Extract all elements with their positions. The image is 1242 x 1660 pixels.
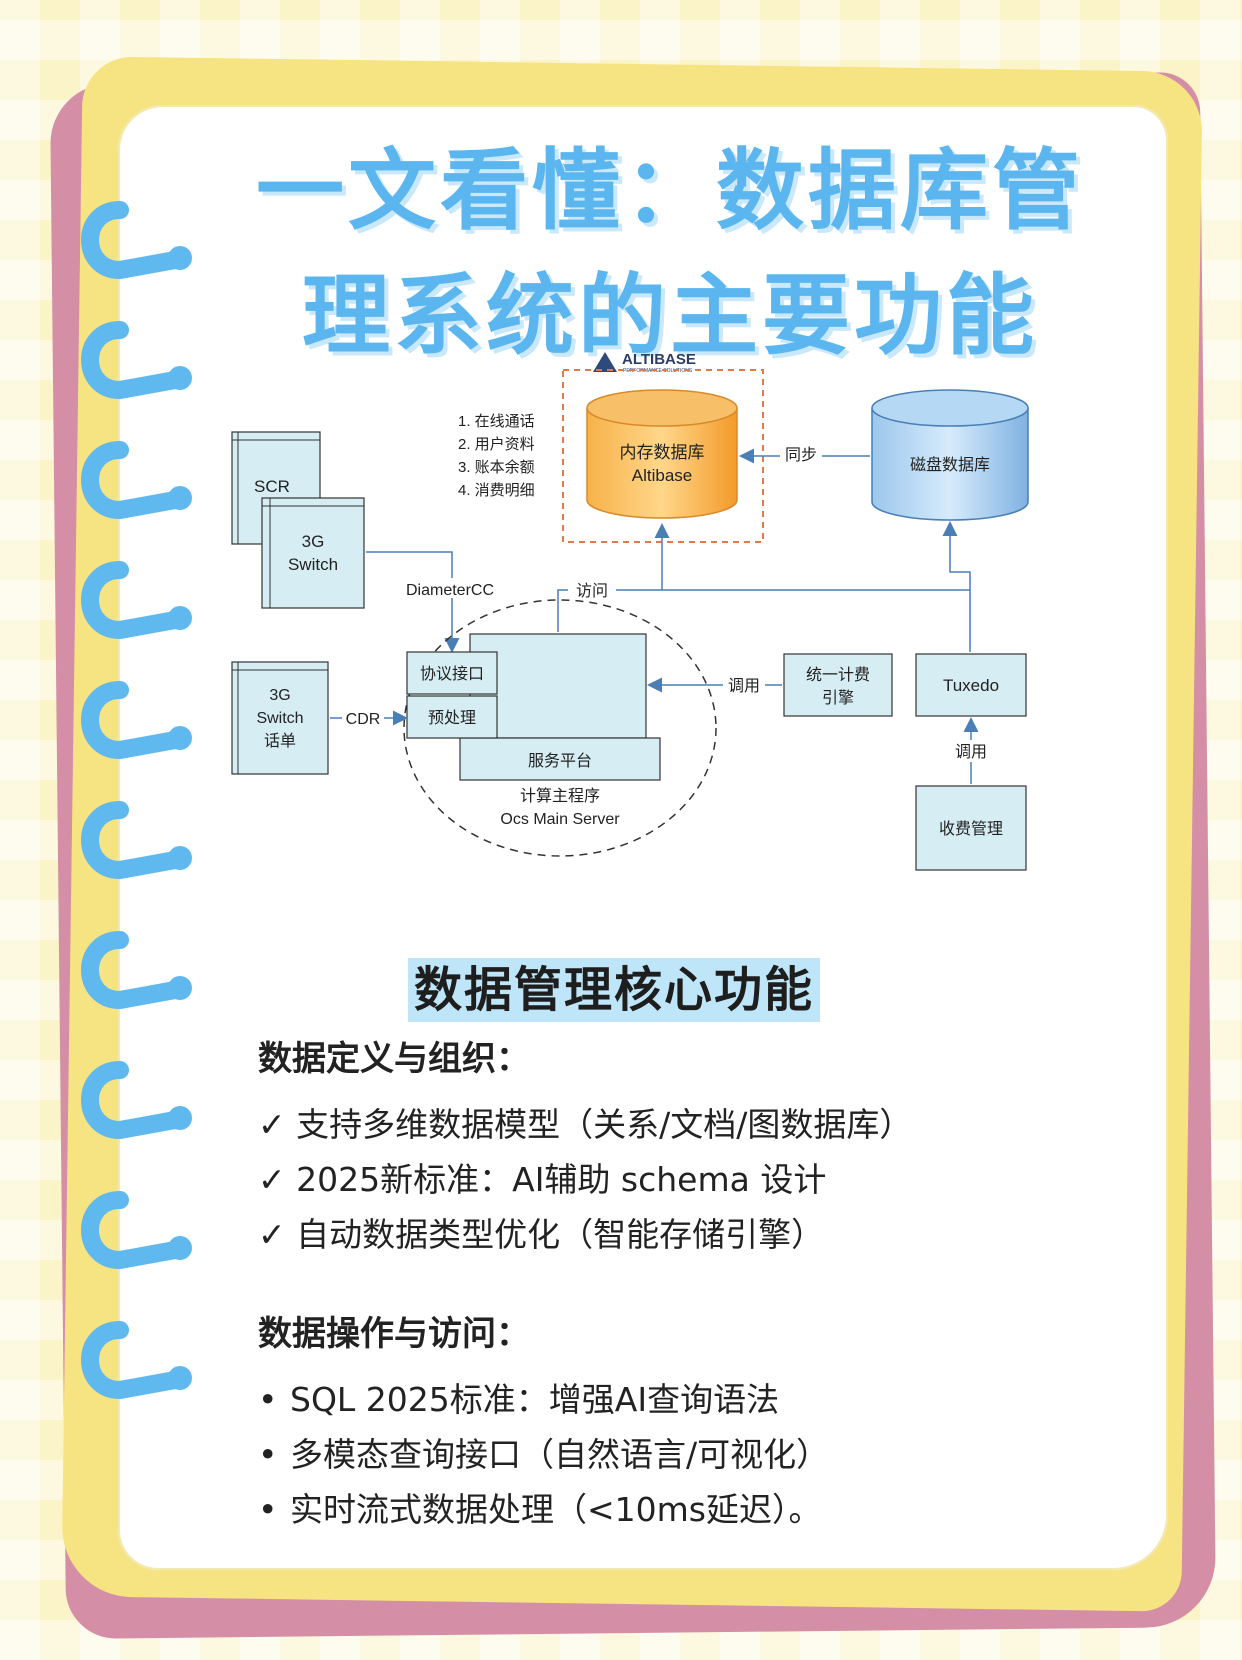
- spiral-ring-icon: [90, 1070, 192, 1130]
- altibase-logo-icon: [593, 352, 617, 372]
- diameter-connector: [366, 551, 460, 653]
- spiral-ring-icon: [90, 690, 192, 750]
- spiral-ring-icon: [90, 330, 192, 390]
- service-platform-label: 服务平台: [528, 752, 592, 770]
- section-heading: 数据管理核心功能: [408, 958, 821, 1022]
- main-program-label-2: Ocs Main Server: [500, 811, 620, 828]
- list-item-text: 多模态查询接口（自然语言/可视化）: [290, 1435, 830, 1474]
- list-item: • 多模态查询接口（自然语言/可视化）: [258, 1427, 1158, 1482]
- billing-engine-label-1: 统一计费: [806, 666, 870, 684]
- charge-mgmt-box: [915, 785, 1027, 871]
- protocol-interface-label: 协议接口: [420, 665, 484, 683]
- call-label-2: 调用: [955, 743, 987, 761]
- switch-cdr-label-1: 3G: [269, 687, 290, 704]
- page-title: 一文看懂：数据库管 理系统的主要功能: [230, 128, 1110, 378]
- spiral-ring-icon: [90, 450, 192, 510]
- spiral-ring-icon: [90, 1330, 192, 1390]
- logo-tagline: PERFORMANCE SOLUTIONS: [623, 368, 693, 374]
- list-item: ✓ 自动数据类型优化（智能存储引擎）: [258, 1215, 825, 1254]
- data-operation-heading: 数据操作与访问：: [258, 1314, 530, 1354]
- protocol-interface-box: [406, 651, 498, 695]
- switch-3g-label-2: Switch: [288, 555, 338, 574]
- cdr-label: CDR: [346, 711, 381, 728]
- main-program-label-1: 计算主程序: [520, 786, 600, 805]
- bullet-icon: •: [258, 1380, 278, 1419]
- switch-cdr-label-3: 话单: [264, 732, 296, 750]
- spiral-ring-icon: [90, 940, 192, 1000]
- spiral-ring-icon: [90, 810, 192, 870]
- scr-stack: SCR: [231, 431, 321, 545]
- data-definition-section: 数据定义与组织： ✓ 支持多维数据模型（关系/文档/图数据库） ✓ 2025新标…: [258, 1035, 1158, 1262]
- main-server-box: [469, 633, 647, 739]
- billing-engine-box: [783, 653, 893, 717]
- charge-mgmt-label: 收费管理: [939, 820, 1003, 838]
- tuxedo-to-disk-arrow: [942, 521, 971, 652]
- list-item: ✓ 支持多维数据模型（关系/文档/图数据库）: [258, 1105, 913, 1144]
- scr-label: SCR: [254, 477, 290, 496]
- title-line-1: 一文看懂：数据库管: [255, 139, 1084, 242]
- list-item-text: SQL 2025标准：增强AI查询语法: [290, 1380, 780, 1419]
- list-item: ✓ 2025新标准：AI辅助 schema 设计: [258, 1160, 827, 1199]
- switch-3g-label-1: 3G: [302, 532, 325, 551]
- title-line-2: 理系统的主要功能: [301, 264, 1038, 367]
- info-list-item: 1. 在线通话: [458, 413, 535, 430]
- memory-database-cylinder: 内存数据库 Altibase: [586, 389, 738, 519]
- architecture-diagram: ALTIBASE PERFORMANCE SOLUTIONS 内存数据库 Alt…: [231, 351, 1029, 871]
- service-platform-box: [459, 737, 661, 781]
- spiral-ring-icon: [90, 1200, 192, 1260]
- main-server-boundary: [403, 599, 717, 857]
- call-label-1: 调用: [728, 677, 760, 695]
- billing-engine-label-2: 引擎: [822, 689, 854, 707]
- spiral-ring-icon: [90, 570, 192, 630]
- preprocess-label: 预处理: [428, 709, 476, 727]
- bullet-icon: •: [258, 1490, 278, 1529]
- tuxedo-box: [915, 653, 1027, 717]
- memory-db-label-1: 内存数据库: [620, 443, 705, 462]
- switch-cdr-label-2: Switch: [256, 710, 303, 727]
- access-label: 访问: [576, 582, 608, 600]
- memory-db-label-2: Altibase: [632, 466, 692, 485]
- data-operation-section: 数据操作与访问： • SQL 2025标准：增强AI查询语法 • 多模态查询接口（自…: [258, 1310, 1158, 1537]
- info-list: 1. 在线通话 2. 用户资料 3. 账本余额 4. 消费明细: [458, 413, 535, 499]
- bullet-icon: •: [258, 1435, 278, 1474]
- logo-name: ALTIBASE: [622, 351, 696, 368]
- spiral-ring-icon: [90, 210, 192, 270]
- info-list-item: 3. 账本余额: [458, 458, 535, 476]
- switch-3g-box: 3G Switch: [261, 497, 365, 609]
- disk-database-cylinder: 磁盘数据库: [871, 389, 1029, 521]
- switch-cdr-box: 3G Switch 话单: [231, 661, 329, 775]
- list-item-text: 实时流式数据处理（<10ms延迟）。: [290, 1490, 822, 1529]
- diameter-label: DiameterCC: [406, 582, 494, 599]
- info-list-item: 4. 消费明细: [458, 482, 535, 499]
- access-line: [557, 589, 970, 632]
- sync-label: 同步: [785, 446, 817, 464]
- info-list-item: 2. 用户资料: [458, 436, 535, 453]
- tuxedo-label: Tuxedo: [943, 676, 999, 695]
- list-item: • SQL 2025标准：增强AI查询语法: [258, 1372, 1158, 1427]
- data-definition-heading: 数据定义与组织：: [258, 1039, 530, 1079]
- spiral-rings: [80, 200, 200, 1450]
- list-item: • 实时流式数据处理（<10ms延迟）。: [258, 1482, 1158, 1537]
- altibase-logo: ALTIBASE PERFORMANCE SOLUTIONS: [593, 351, 696, 374]
- preprocess-box: [406, 695, 498, 739]
- disk-db-label: 磁盘数据库: [910, 455, 990, 474]
